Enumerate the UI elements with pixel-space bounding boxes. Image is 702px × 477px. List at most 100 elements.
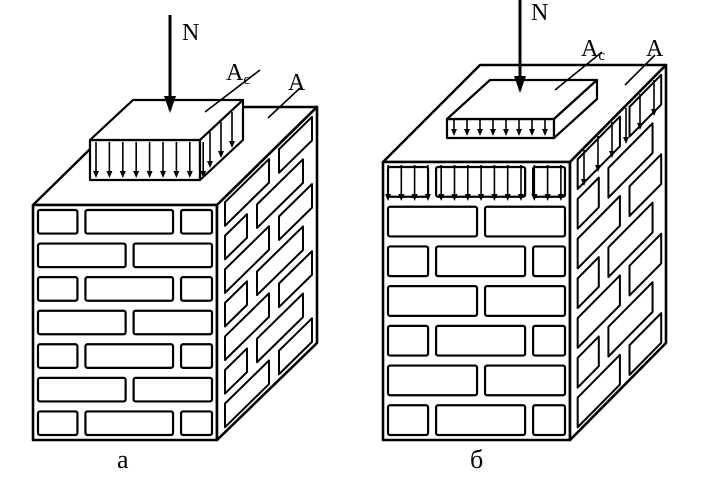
force-label-a: N (182, 20, 199, 46)
pressure-arrow (119, 142, 126, 178)
brick (628, 312, 663, 376)
plate-b-front-face (445, 117, 556, 140)
pressure-arrow (438, 165, 445, 201)
brick (532, 404, 567, 437)
brick (434, 245, 527, 278)
local-area-leader-b (554, 51, 603, 91)
pressure-arrow (651, 80, 657, 116)
brick (386, 285, 479, 317)
brick (224, 359, 270, 429)
pressure-arrow (595, 136, 601, 172)
brick (224, 213, 248, 261)
brick (256, 225, 304, 297)
brick (386, 364, 479, 397)
pressure-arrow (491, 165, 498, 201)
pressure-arrow (518, 165, 524, 201)
brick (179, 208, 214, 235)
brick (483, 364, 567, 397)
force-arrow-b (514, 0, 526, 93)
pressure-arrow (398, 165, 405, 201)
pressure-arrow (581, 150, 587, 186)
brick (607, 122, 654, 199)
pressure-arrow (478, 165, 485, 201)
pressure-arrow (451, 165, 458, 201)
brick (36, 276, 79, 302)
pier-b-side-bricks (576, 73, 663, 429)
total-area-label-a: A (288, 70, 306, 96)
brick (132, 376, 214, 403)
pressure-arrow (531, 165, 538, 201)
figure-a: N Ac A а (31, 15, 319, 474)
total-area-label-b: A (646, 36, 664, 62)
pressure-arrow (173, 142, 180, 178)
total-area-leader-a (267, 87, 301, 119)
brick (256, 292, 304, 364)
brick (386, 165, 430, 198)
brick (483, 205, 567, 238)
brick (607, 281, 654, 358)
brick (36, 376, 127, 403)
pressure-arrow (504, 165, 511, 201)
pressure-arrow (490, 120, 496, 136)
pressure-arrow (542, 120, 548, 136)
pressure-arrow (207, 132, 213, 168)
brick (36, 208, 79, 235)
pressure-arrow (451, 120, 457, 136)
figure-b: N Ac A б (381, 0, 668, 474)
brick (576, 353, 621, 429)
brick (256, 158, 304, 229)
plate-b-side-face (552, 78, 599, 140)
pressure-arrow (544, 165, 551, 201)
pressure-arrow (477, 120, 483, 136)
pressure-arrows-a (93, 112, 235, 178)
pressure-arrow (200, 142, 207, 178)
brick (434, 324, 527, 357)
pressure-arrow (133, 142, 140, 178)
force-label-b: N (531, 0, 548, 26)
brick (386, 205, 479, 238)
brick (224, 158, 270, 227)
pressure-arrow (229, 112, 235, 148)
brick (224, 280, 248, 328)
brick (532, 245, 567, 278)
local-area-label-a: Ac (226, 60, 250, 88)
brick (607, 201, 654, 279)
pier-a-side-bricks (224, 115, 313, 429)
brick (224, 347, 248, 395)
brick (132, 309, 214, 336)
brick (179, 276, 214, 302)
total-area-leader-b (624, 54, 656, 86)
brick (36, 343, 79, 369)
brick (576, 335, 600, 389)
pressure-arrow (464, 165, 471, 201)
local-area-leader-a (204, 69, 261, 113)
local-area-label-b: Ac (581, 36, 605, 64)
brick (532, 324, 567, 357)
pressure-arrows-b (385, 80, 657, 201)
brick (132, 242, 214, 269)
pier-b-front-bricks (386, 165, 567, 437)
pressure-arrow (623, 108, 629, 144)
brick (576, 176, 600, 230)
brick (278, 317, 313, 376)
pressure-arrow (503, 120, 509, 136)
pressure-arrow (411, 165, 418, 201)
pressure-arrow (160, 142, 166, 178)
brick (576, 194, 621, 270)
pressure-arrow (424, 165, 431, 201)
brick (179, 410, 214, 437)
pressure-arrow (146, 142, 153, 178)
pressure-arrow (106, 142, 113, 178)
caption-b: б (470, 445, 483, 474)
pressure-arrow (93, 142, 99, 178)
bearing-plate-b (445, 78, 599, 140)
brick (278, 183, 313, 241)
brick (576, 274, 621, 349)
pressure-arrow (637, 94, 643, 130)
pier-a-front-bricks (36, 208, 214, 437)
brick (483, 285, 567, 317)
brick (84, 276, 175, 302)
brick (628, 153, 663, 218)
